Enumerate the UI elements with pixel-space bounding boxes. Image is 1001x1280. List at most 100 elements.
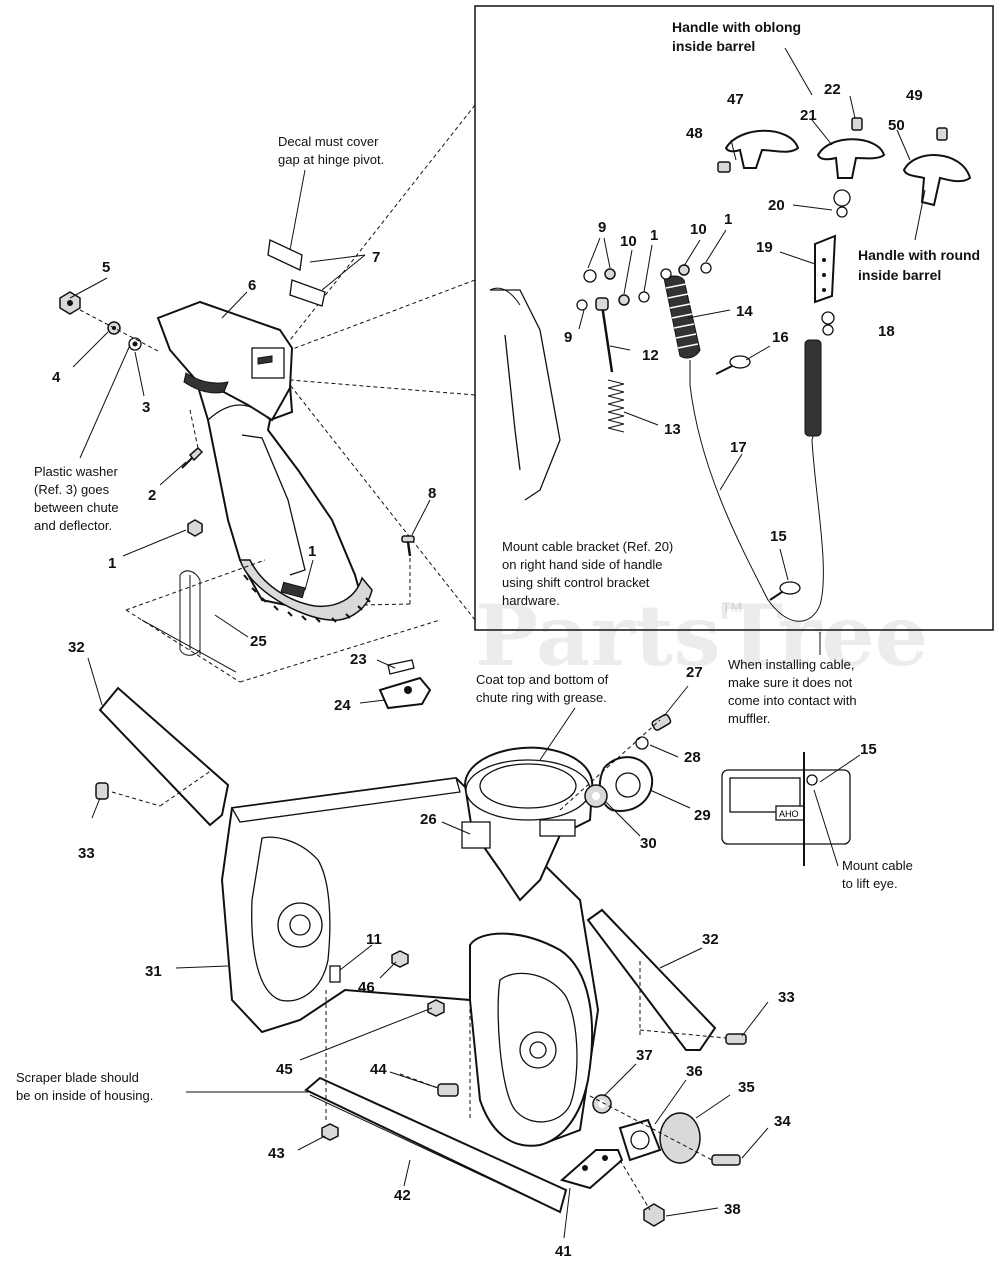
control-cable-17[interactable]: [689, 360, 824, 622]
note-cable-muffler: When installing cable, make sure it does…: [728, 657, 857, 726]
svg-text:15: 15: [860, 741, 877, 758]
svg-text:4: 4: [52, 369, 61, 386]
svg-text:33: 33: [78, 845, 95, 862]
chute-deflector[interactable]: [156, 300, 294, 422]
skid-shoe-32-left[interactable]: [98, 686, 230, 827]
svg-text:8: 8: [428, 485, 436, 502]
watermark-tm: TM: [722, 599, 742, 615]
svg-text:22: 22: [824, 81, 841, 98]
bolt-8: [401, 535, 415, 557]
chute-ring-26[interactable]: [461, 746, 594, 902]
svg-text:41: 41: [555, 1243, 572, 1260]
nut-5: [59, 291, 81, 315]
svg-text:21: 21: [800, 107, 817, 124]
svg-text:32: 32: [68, 639, 85, 656]
svg-text:17: 17: [730, 439, 747, 456]
screw-22: [851, 117, 863, 131]
chute-ring-gear[interactable]: [238, 559, 373, 623]
svg-text:gap at hinge pivot.: gap at hinge pivot.: [278, 152, 384, 167]
note-scraper: Scraper blade should be on inside of hou…: [16, 1070, 153, 1103]
svg-text:38: 38: [724, 1201, 741, 1218]
carriage-bolt-44: [437, 1083, 459, 1097]
svg-text:33: 33: [778, 989, 795, 1006]
screw-49: [936, 127, 948, 141]
svg-text:Mount cable bracket (Ref. 20): Mount cable bracket (Ref. 20): [502, 539, 673, 554]
note-handle-round: Handle with round inside barrel: [858, 247, 980, 283]
svg-text:1: 1: [650, 227, 658, 244]
svg-text:45: 45: [276, 1061, 293, 1078]
clip-11: [329, 965, 341, 983]
bearing-37: [592, 1094, 612, 1114]
svg-text:20: 20: [768, 197, 785, 214]
svg-text:Plastic washer: Plastic washer: [34, 464, 118, 479]
cable-end-18: [804, 311, 835, 437]
handle-47[interactable]: [724, 129, 800, 169]
nut-43: [321, 1123, 339, 1141]
leader-lines: [69, 47, 926, 1239]
carriage-bolt-33-left: [95, 782, 109, 800]
cable-bracket-19: [814, 234, 837, 304]
skid-shoe-32-right[interactable]: [586, 908, 717, 1051]
svg-text:46: 46: [358, 979, 375, 996]
scraper-blade-42[interactable]: [304, 1076, 568, 1214]
spring-13: [607, 379, 625, 433]
svg-text:15: 15: [770, 528, 787, 545]
handle-21[interactable]: [816, 138, 886, 179]
note-handle-oblong: Handle with oblong inside barrel: [672, 19, 801, 54]
svg-text:6: 6: [248, 277, 256, 294]
note-plastic-washer: Plastic washer (Ref. 3) goes between chu…: [34, 464, 119, 533]
svg-text:5: 5: [102, 259, 110, 276]
note-cable-bracket: Mount cable bracket (Ref. 20) on right h…: [502, 539, 673, 608]
carriage-bolt-33-right: [725, 1033, 747, 1045]
cover-plate-35: [659, 1112, 701, 1164]
svg-text:26: 26: [420, 811, 437, 828]
svg-text:chute ring with grease.: chute ring with grease.: [476, 690, 607, 705]
cable-tie-16: [715, 355, 751, 375]
svg-text:18: 18: [878, 323, 895, 340]
svg-text:1: 1: [108, 555, 116, 572]
svg-text:Handle with oblong: Handle with oblong: [672, 19, 801, 35]
svg-text:Handle with round: Handle with round: [858, 247, 980, 263]
svg-text:3: 3: [142, 399, 150, 416]
decal-7: [267, 239, 326, 307]
svg-text:47: 47: [727, 91, 744, 108]
svg-text:1: 1: [308, 543, 316, 560]
inset-frame: [474, 5, 994, 631]
svg-text:25: 25: [250, 633, 267, 650]
washers-9-10: [576, 262, 712, 311]
svg-text:42: 42: [394, 1187, 411, 1204]
note-decal: Decal must cover gap at hinge pivot.: [278, 134, 384, 167]
nut-1-chute: [187, 519, 203, 537]
svg-text:23: 23: [350, 651, 367, 668]
hex-nut-38: [643, 1203, 665, 1227]
svg-text:29: 29: [694, 807, 711, 824]
svg-text:12: 12: [642, 347, 659, 364]
bearing-flange-36: [618, 1118, 662, 1162]
svg-text:16: 16: [772, 329, 789, 346]
nut-45: [427, 999, 445, 1017]
svg-text:27: 27: [686, 664, 703, 681]
svg-text:be on inside of housing.: be on inside of housing.: [16, 1088, 153, 1103]
svg-text:9: 9: [598, 219, 606, 236]
svg-text:9: 9: [564, 329, 572, 346]
note-grease: Coat top and bottom of chute ring with g…: [476, 672, 609, 705]
svg-text:between chute: between chute: [34, 500, 119, 515]
svg-text:(Ref. 3) goes: (Ref. 3) goes: [34, 482, 110, 497]
svg-text:50: 50: [888, 117, 905, 134]
svg-text:43: 43: [268, 1145, 285, 1162]
nut-46: [391, 950, 409, 968]
svg-text:48: 48: [686, 125, 703, 142]
svg-text:37: 37: [636, 1047, 653, 1064]
svg-text:make sure it does not: make sure it does not: [728, 675, 853, 690]
svg-text:hardware.: hardware.: [502, 593, 560, 608]
washer-28: [635, 736, 649, 750]
handle-50[interactable]: [902, 154, 972, 207]
svg-text:Coat top and bottom of: Coat top and bottom of: [476, 672, 609, 687]
bearing-30: [584, 784, 608, 808]
slide-shoe-41[interactable]: [559, 1149, 624, 1190]
svg-text:34: 34: [774, 1113, 791, 1130]
svg-text:32: 32: [702, 931, 719, 948]
svg-text:muffler.: muffler.: [728, 711, 770, 726]
svg-text:14: 14: [736, 303, 753, 320]
svg-text:11: 11: [366, 931, 382, 948]
